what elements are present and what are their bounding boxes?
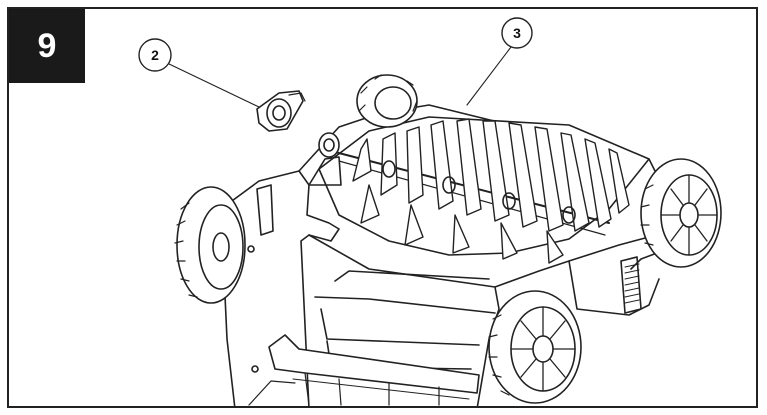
tine-roller-assembly <box>318 116 650 264</box>
callout-2-label: 2 <box>151 47 159 63</box>
callout-3: 3 <box>466 17 533 106</box>
callout-3-label: 3 <box>513 25 521 41</box>
callout-2: 2 <box>138 38 260 108</box>
wheel-front-left <box>174 186 246 304</box>
step-number-badge: 9 <box>9 9 85 83</box>
wheel-rear-right <box>640 158 722 268</box>
wheel-front-right <box>488 290 582 404</box>
roller-bearing-mount <box>308 132 342 186</box>
lower-frame-bar <box>248 334 480 406</box>
bearing-cap-part <box>256 90 306 132</box>
mower-underside-illustration: 2 3 <box>138 17 722 406</box>
diagram-frame: 9 <box>7 7 758 408</box>
wheel-rear-left <box>356 74 418 128</box>
